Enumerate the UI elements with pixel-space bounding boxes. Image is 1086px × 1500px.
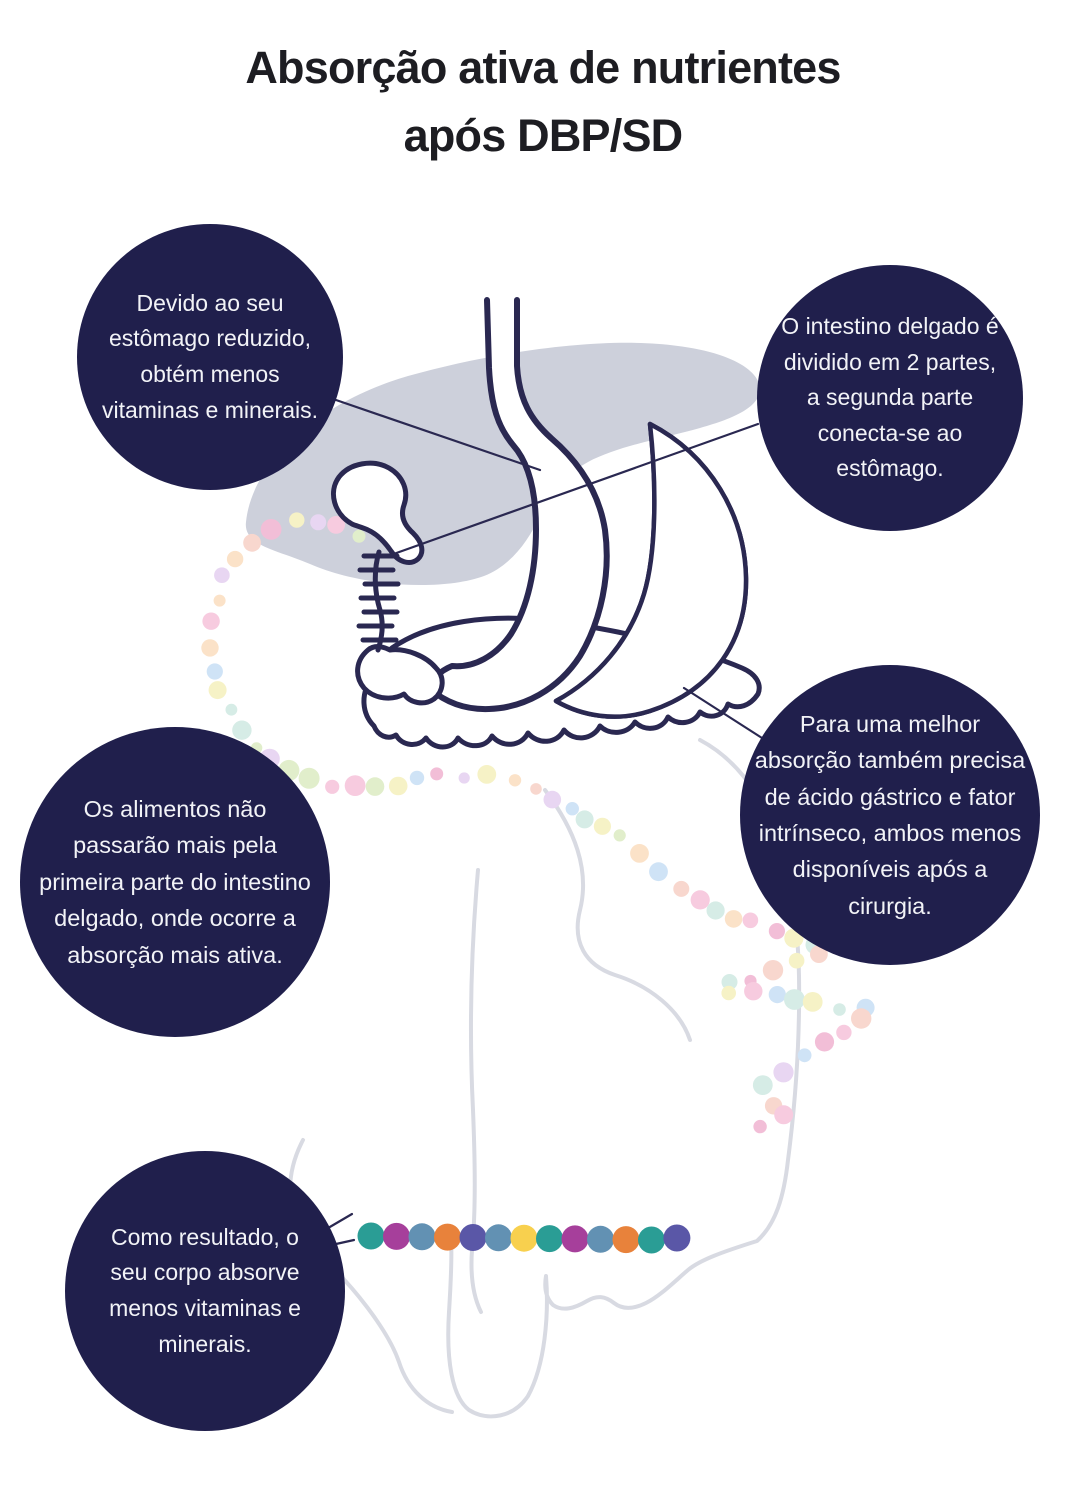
page-title-line1: Absorção ativa de nutrientes <box>245 42 841 93</box>
info-bubble-text: Os alimentos não passarão mais pela prim… <box>39 795 311 968</box>
info-bubble-result: Como resultado, o seu corpo absorve meno… <box>65 1151 345 1431</box>
alimentary-limb-tube <box>311 676 851 1254</box>
page-title-line2: após DBP/SD <box>403 109 684 161</box>
connector-line-intestine <box>386 422 760 558</box>
gallbladder-shape <box>331 460 425 565</box>
bypassed-limb-tube <box>201 512 874 1133</box>
page-title: Absorção ativa de nutrientes após DBP/SD <box>0 34 1086 169</box>
info-bubble-text: Devido ao seu estômago reduzido, obtém m… <box>101 289 319 423</box>
info-bubble-reduced-stomach: Devido ao seu estômago reduzido, obtém m… <box>77 224 343 490</box>
connector-line-acid <box>682 686 764 740</box>
info-bubble-text: Para uma melhor absorção também precisa … <box>754 710 1026 919</box>
ghost-colon-outline <box>288 738 802 1419</box>
staple-line <box>355 549 445 706</box>
info-bubble-text: Como resultado, o seu corpo absorve meno… <box>109 1223 301 1357</box>
nutrient-dots-pastel <box>201 512 875 1134</box>
info-bubble-divided-intestine: O intestino delgado é dividido em 2 part… <box>757 265 1023 531</box>
info-bubble-text: O intestino delgado é dividido em 2 part… <box>781 312 999 482</box>
info-bubble-bypassed-first-part: Os alimentos não passarão mais pela prim… <box>20 727 330 1037</box>
info-bubble-gastric-acid: Para uma melhor absorção também precisa … <box>740 665 1040 965</box>
connector-line-stomach <box>334 398 542 472</box>
nutrient-dots-bright <box>357 1222 691 1254</box>
